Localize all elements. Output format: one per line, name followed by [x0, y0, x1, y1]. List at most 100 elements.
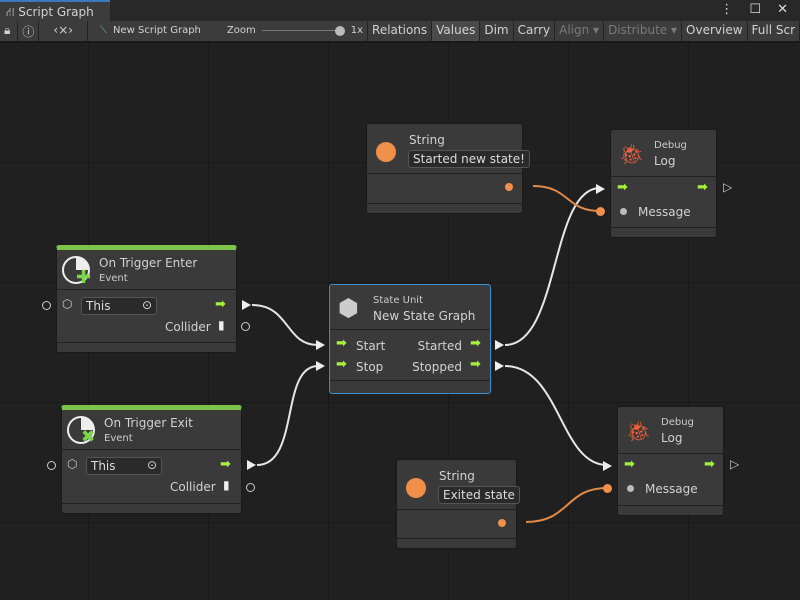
string-icon [376, 142, 396, 162]
flow-out-port[interactable]: ➡ [697, 180, 708, 195]
enter-collider-connector[interactable] [241, 322, 250, 331]
wire-string2-message[interactable] [525, 487, 608, 523]
zoom-slider[interactable] [261, 25, 345, 37]
string-output-port[interactable] [498, 519, 506, 527]
node-title: String [439, 469, 475, 483]
carry-button[interactable]: Carry [514, 21, 556, 41]
graph-node-icon: ⟍ [100, 25, 108, 36]
message-port-dot [620, 208, 627, 215]
started-port[interactable]: ➡ [470, 336, 481, 351]
dim-button[interactable]: Dim [480, 21, 514, 41]
node-category: State Unit [373, 295, 424, 306]
debug-log-node-1[interactable]: 🐞︎ Debug Log ➡ ➡ Message [610, 129, 717, 238]
flow-in-port[interactable]: ➡ [624, 457, 635, 472]
toolbar: 🔒︎ ⓘ ‹×› ⟍ New Script Graph Zoom 1x Rela… [0, 21, 800, 42]
stop-label: Stop [356, 360, 384, 374]
lock-icon[interactable]: 🔒︎ [0, 21, 19, 41]
log1-message-connector[interactable] [596, 207, 605, 216]
message-label: Message [645, 482, 698, 496]
node-category: Debug [661, 417, 694, 428]
node-title: New State Graph [373, 309, 476, 323]
state-unit-node[interactable]: ⬢ State Unit New State Graph ➡ Start Sta… [329, 284, 491, 394]
log2-message-connector[interactable] [603, 484, 612, 493]
on-trigger-enter-node[interactable]: ✚ On Trigger Enter Event ⬡ This⊙ ➡ Colli… [56, 245, 237, 353]
message-label: Message [638, 205, 691, 219]
on-trigger-exit-node[interactable]: ✖ On Trigger Exit Event ⬡ This⊙ ➡ Collid… [61, 405, 242, 514]
collider-label: Collider [165, 320, 211, 334]
exit-in-port[interactable] [47, 461, 56, 470]
string-value-input[interactable]: Started new state! [408, 150, 530, 168]
distribute-dropdown[interactable]: Distribute ▾ [604, 21, 683, 41]
debug-log-node-2[interactable]: 🐞︎ Debug Log ➡ ➡ Message [617, 406, 724, 516]
tab-script-graph[interactable]: ⛙ Script Graph [0, 0, 110, 21]
tab-bar: ⛙ Script Graph ⋮ ☐ ✕ [0, 0, 800, 21]
align-dropdown[interactable]: Align ▾ [555, 21, 605, 41]
string-value-input[interactable]: Exited state [438, 486, 520, 504]
info-icon[interactable]: ⓘ [18, 21, 40, 41]
started-connector[interactable] [495, 340, 504, 350]
log1-flow-in-connector[interactable] [596, 184, 605, 194]
state-unit-icon: ⬢ [338, 294, 359, 322]
node-subtitle: Event [99, 273, 128, 284]
graph-icon: ⛙ [6, 5, 19, 19]
log1-flow-out-connector[interactable]: ▷ [723, 180, 733, 194]
relations-button[interactable]: Relations [368, 21, 433, 41]
fullscreen-button[interactable]: Full Scr [748, 21, 800, 41]
event-icon [62, 256, 90, 284]
target-field[interactable]: This⊙ [86, 457, 162, 475]
wire-started-log1[interactable] [504, 187, 601, 346]
enter-flow-connector[interactable] [242, 300, 251, 310]
event-icon [67, 416, 95, 444]
string-node-2[interactable]: String Exited state [396, 459, 520, 549]
flow-in-port[interactable]: ➡ [617, 180, 628, 195]
log2-flow-in-connector[interactable] [603, 461, 612, 471]
target-field[interactable]: This⊙ [81, 297, 157, 315]
bug-icon: 🐞︎ [626, 419, 652, 443]
overview-button[interactable]: Overview [682, 21, 748, 41]
start-port[interactable]: ➡ [336, 336, 347, 351]
flow-out-port[interactable]: ➡ [704, 457, 715, 472]
target-picker-icon[interactable]: ⊙ [146, 458, 157, 472]
stop-port[interactable]: ➡ [336, 357, 347, 372]
zoom-label: Zoom [226, 25, 256, 36]
plus-icon: ✚ [76, 267, 92, 288]
stopped-connector[interactable] [495, 361, 504, 371]
collider-label: Collider [170, 480, 216, 494]
document-icon: ▮ [218, 318, 225, 332]
wire-stopped-log2[interactable] [504, 365, 608, 466]
enter-in-port[interactable] [42, 301, 51, 310]
x-icon: ✖ [81, 427, 96, 447]
stop-connector[interactable] [316, 361, 325, 371]
start-connector[interactable] [316, 340, 325, 350]
node-title: On Trigger Enter [99, 256, 198, 270]
trigger-out-port[interactable]: ➡ [220, 457, 231, 472]
code-icon[interactable]: ‹×› [39, 21, 89, 41]
wire-enter-start[interactable] [251, 304, 319, 346]
values-button[interactable]: Values [432, 21, 481, 41]
log2-flow-out-connector[interactable]: ▷ [730, 457, 740, 471]
node-title: String [409, 133, 445, 147]
document-icon: ▮ [223, 478, 230, 492]
wire-string1-message[interactable] [532, 185, 601, 212]
node-category: Debug [654, 140, 687, 151]
node-title: Log [661, 431, 683, 445]
window-controls[interactable]: ⋮ ☐ ✕ [720, 2, 794, 17]
node-subtitle: Event [104, 433, 133, 444]
exit-collider-connector[interactable] [246, 483, 255, 492]
trigger-out-port[interactable]: ➡ [215, 297, 226, 312]
cube-icon: ⬡ [67, 457, 78, 471]
bug-icon: 🐞︎ [619, 142, 645, 166]
graph-name[interactable]: New Script Graph [113, 25, 201, 36]
exit-flow-connector[interactable] [247, 460, 256, 470]
target-picker-icon[interactable]: ⊙ [141, 298, 152, 312]
string-output-port[interactable] [505, 183, 513, 191]
stopped-label: Stopped [412, 360, 462, 374]
wire-exit-stop[interactable] [256, 365, 319, 466]
string-icon [406, 478, 426, 498]
zoom-value: 1x [350, 25, 364, 36]
stopped-port[interactable]: ➡ [470, 357, 481, 372]
node-title: On Trigger Exit [104, 416, 193, 430]
start-label: Start [356, 339, 386, 353]
string-node-1[interactable]: String Started new state! [366, 123, 530, 214]
